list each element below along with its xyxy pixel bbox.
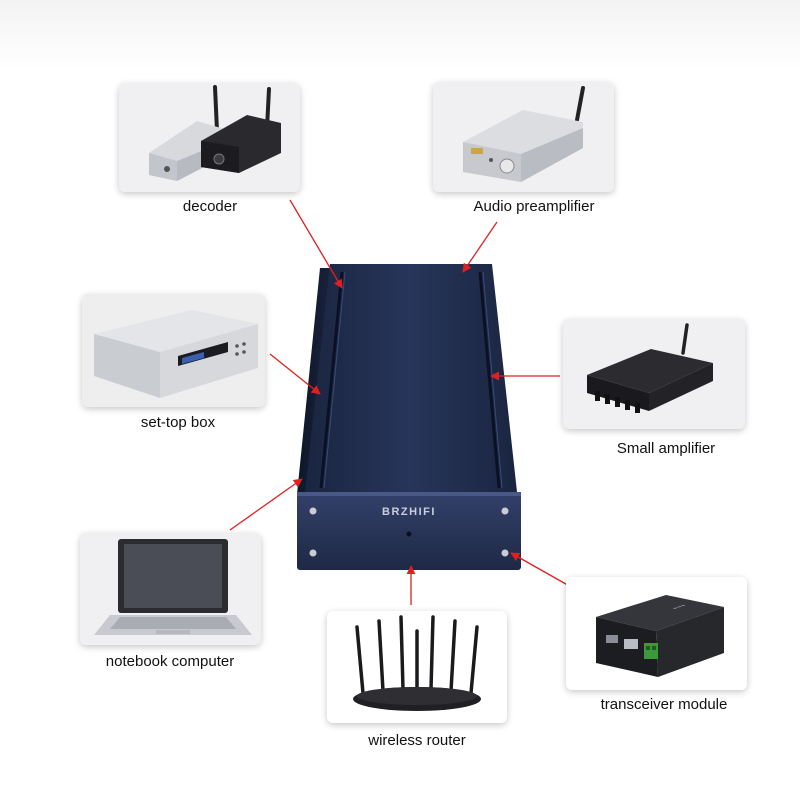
router-label: wireless router — [368, 732, 466, 749]
preamplifier-card — [433, 82, 614, 192]
amplifier-icon — [563, 319, 745, 429]
set-top-box-card — [82, 294, 265, 407]
screw — [501, 549, 509, 557]
transceiver-icon: ~~~ — [566, 577, 747, 690]
power-indicator — [406, 531, 412, 537]
notebook-card — [80, 533, 261, 645]
decoder-label: decoder — [182, 198, 238, 215]
decoder-icon — [119, 83, 300, 192]
notebook-label: notebook computer — [105, 653, 235, 670]
chassis-groove — [478, 271, 501, 489]
transceiver-label: transceiver module — [600, 696, 728, 713]
chassis-groove-highlight — [323, 271, 346, 489]
amplifier-label: Small amplifier — [616, 440, 716, 457]
svg-text:~~~: ~~~ — [672, 602, 686, 612]
chassis-top — [305, 264, 517, 492]
background-gradient — [0, 0, 800, 70]
preamplifier-icon — [433, 82, 614, 192]
brand-logo: BRZHIFI — [382, 506, 436, 518]
chassis-groove — [319, 271, 344, 489]
router-icon — [327, 611, 507, 723]
preamplifier-label: Audio preamplifier — [473, 198, 595, 215]
amplifier-card — [563, 319, 745, 429]
front-panel-edge — [297, 492, 521, 496]
screw — [309, 549, 317, 557]
transceiver-card: ~~~ — [566, 577, 747, 690]
decoder-card — [119, 83, 300, 192]
front-panel — [297, 492, 521, 570]
set-top-box-label: set-top box — [140, 414, 216, 431]
screw — [501, 507, 509, 515]
router-card — [327, 611, 507, 723]
set-top-box-icon — [82, 294, 265, 407]
screw — [309, 507, 317, 515]
laptop-icon — [80, 533, 261, 645]
